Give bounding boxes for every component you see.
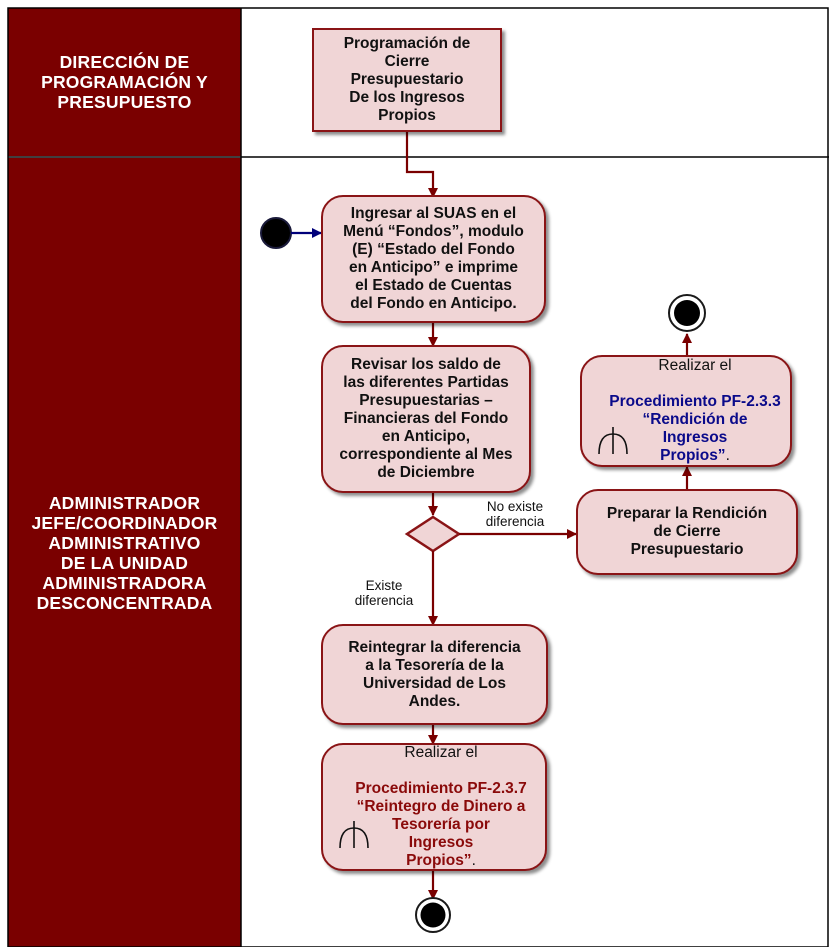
edge-label-existe-diferencia: Existe diferencia (354, 578, 414, 608)
edge-label-no-existe-diferencia: No existe diferencia (485, 499, 545, 529)
procedimiento-237-link[interactable]: Procedimiento PF-2.3.7 “Reintegro de Din… (355, 780, 527, 869)
subprocess-fork-icon (339, 821, 369, 849)
lane-header-administrador: ADMINISTRADOR JEFE/COORDINADOR ADMINISTR… (8, 158, 241, 947)
node-reintegrar-diferencia[interactable]: Reintegrar la diferencia a la Tesorería … (321, 624, 548, 725)
procedimiento-233-link[interactable]: Procedimiento PF-2.3.3 “Rendición de Ing… (609, 393, 781, 464)
realizar-233-prefix: Realizar el (658, 357, 732, 374)
node-realizar-procedimiento-237[interactable]: Realizar el Procedimiento PF-2.3.7 “Rein… (321, 743, 547, 871)
node-revisar-saldo[interactable]: Revisar los saldo de las diferentes Part… (321, 345, 531, 493)
lane-header-direccion: DIRECCIÓN DE PROGRAMACIÓN Y PRESUPUESTO (8, 8, 241, 156)
node-realizar-procedimiento-233[interactable]: Realizar el Procedimiento PF-2.3.3 “Rend… (580, 355, 792, 467)
node-ingresar-suas[interactable]: Ingresar al SUAS en el Menú “Fondos”, mo… (321, 195, 546, 323)
node-preparar-rendicion[interactable]: Preparar la Rendición de Cierre Presupue… (576, 489, 798, 575)
realizar-237-prefix: Realizar el (404, 744, 478, 761)
swimlane-frame (7, 7, 829, 947)
subprocess-fork-icon (598, 427, 628, 455)
node-programacion-cierre[interactable]: Programación de Cierre Presupuestario De… (312, 28, 502, 132)
decision-diamond (404, 515, 462, 553)
start-node (260, 217, 292, 249)
arrow-programacion-to-ingresar (405, 132, 438, 198)
